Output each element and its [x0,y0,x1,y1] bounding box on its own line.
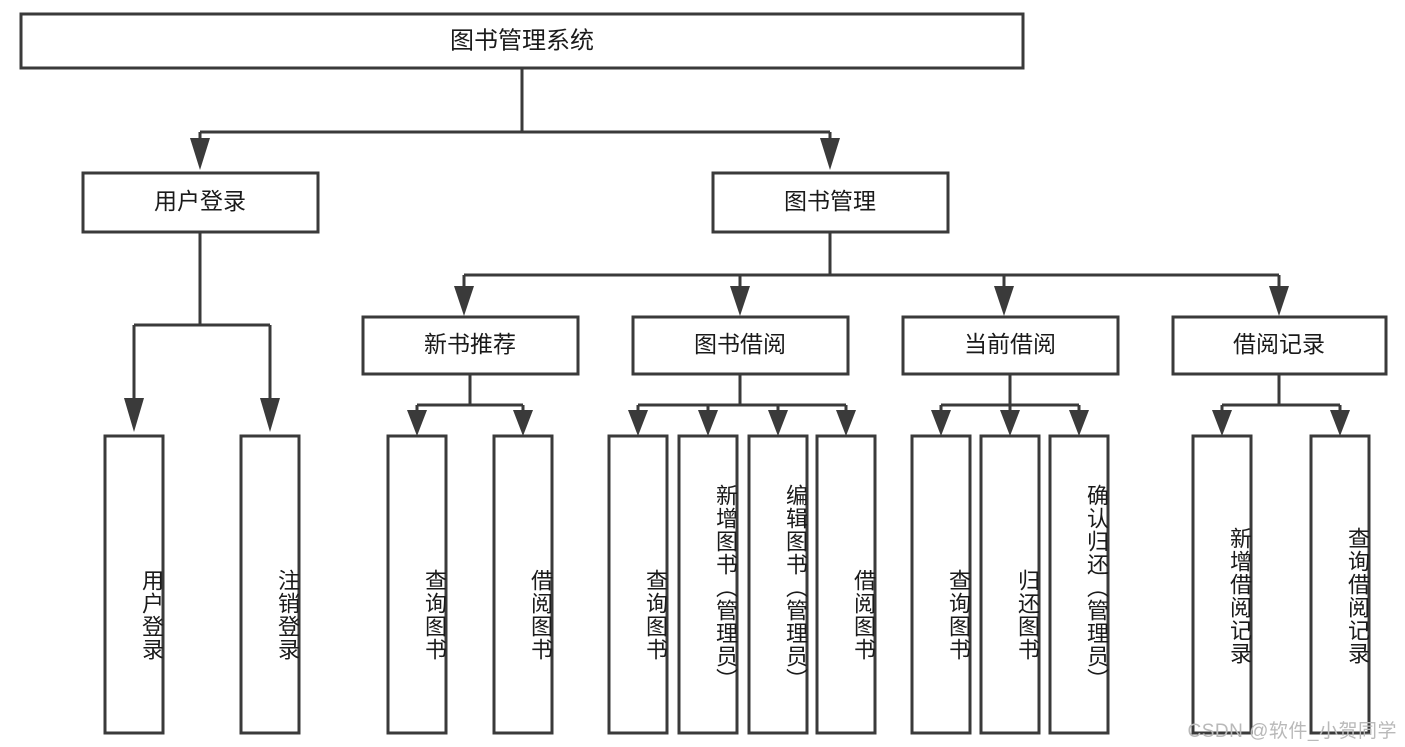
leaf-box-add-borrow-record[interactable] [1191,434,1253,735]
leaf-box-confirm-return-admin[interactable] [1048,434,1110,735]
arrowhead-to-book-mgmt [820,138,840,170]
leaf-box-edit-book-admin[interactable] [747,434,809,735]
arrowhead-leaf-borrow-book-b [836,410,856,436]
connector-group-current-borrow [931,374,1089,436]
arrowhead-leaf-add-borrow-record [1212,410,1232,436]
connector-group-root [190,68,840,170]
node-current-borrow-box[interactable] [901,315,1120,376]
arrowhead-leaf-logout [260,398,280,432]
node-current-borrow[interactable]: 当前借阅 [901,315,1120,376]
arrowhead-leaf-query-borrow-record [1330,410,1350,436]
arrowhead-leaf-user-login [124,398,144,432]
node-new-book-rec-label: 新书推荐 [424,331,516,357]
leaf-box-query-book-a[interactable] [386,434,448,735]
leaf-box-borrow-book-b[interactable] [815,434,877,735]
node-borrow-record[interactable]: 借阅记录 [1171,315,1388,376]
connector-group-book-mgmt [454,232,1289,316]
connector-group-new-book-rec [407,374,533,436]
node-book-borrow[interactable]: 图书借阅 [631,315,850,376]
node-book-borrow-box[interactable] [631,315,850,376]
arrowhead-leaf-confirm-return [1069,410,1089,436]
connector-group-book-borrow [628,374,856,436]
node-new-book-rec[interactable]: 新书推荐 [361,315,580,376]
arrowhead-leaf-borrow-book-a [513,410,533,436]
leaf-box-user-login[interactable] [103,434,165,735]
leaf-box-query-book-b[interactable] [607,434,669,735]
arrowhead-to-user-login [190,138,210,170]
node-borrow-record-label: 借阅记录 [1233,331,1325,357]
connector-group-borrow-record [1212,374,1350,436]
leaf-box-query-book-c[interactable] [910,434,972,735]
leaf-box-borrow-book-a[interactable] [492,434,554,735]
arrowhead-leaf-add-book-admin [698,410,718,436]
arrowhead-to-book-borrow [730,286,750,316]
node-new-book-rec-box[interactable] [361,315,580,376]
arrowhead-leaf-query-book-a [407,410,427,436]
node-book-mgmt-label: 图书管理 [784,188,876,214]
node-root[interactable]: 图书管理系统 [19,12,1025,70]
node-book-borrow-label: 图书借阅 [694,331,786,357]
arrowhead-to-current-borrow [994,286,1014,316]
node-root-label: 图书管理系统 [450,27,594,54]
node-book-mgmt-box[interactable] [711,171,950,234]
node-current-borrow-label: 当前借阅 [964,331,1056,357]
arrowhead-leaf-query-book-b [628,410,648,436]
arrowhead-leaf-query-book-c [931,410,951,436]
arrowhead-to-borrow-record [1269,286,1289,316]
node-user-login-box[interactable] [81,171,320,234]
csdn-watermark: CSDN @软件_小贺同学 [1187,721,1397,742]
node-root-box[interactable] [19,12,1025,70]
connector-group-user-login [124,232,280,432]
arrowhead-to-new-book-rec [454,286,474,316]
node-borrow-record-box[interactable] [1171,315,1388,376]
arrowhead-leaf-edit-book-admin [768,410,788,436]
leaf-box-query-borrow-record[interactable] [1309,434,1371,735]
leaf-box-return-book[interactable] [979,434,1041,735]
node-user-login[interactable]: 用户登录 [81,171,320,234]
leaf-box-logout[interactable] [239,434,301,735]
node-user-login-label: 用户登录 [154,188,246,214]
node-book-mgmt[interactable]: 图书管理 [711,171,950,234]
leaf-box-add-book-admin[interactable] [677,434,739,735]
leaf-boxes-group [103,434,1371,735]
arrowhead-leaf-return-book [1000,410,1020,436]
